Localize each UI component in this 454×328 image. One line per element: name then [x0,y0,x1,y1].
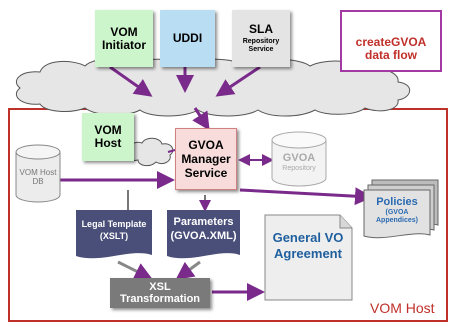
sla-title: SLA [249,22,273,36]
general-vo-page [264,214,353,301]
vom-initiator-label: VOM Initiator [102,24,146,52]
uddi-node: UDDI [160,10,215,67]
gvoa-manager-node: GVOA Manager Service [175,128,237,190]
uddi-label: UDDI [172,31,203,45]
container-label: VOM Host [370,300,435,316]
vom-host-db-cylinder [15,144,61,203]
small-cloud [128,137,174,167]
legal-template-sub: (XSLT) [99,231,129,241]
gvoa-repo-subtitle: Repository [282,165,316,172]
sla-subtitle: Repository Service [242,38,280,53]
xsl-transformation-node: XSL Transformation [110,278,210,308]
vom-host-db-label: VOM Host DB [19,168,57,186]
parameters-title: Parameters [173,216,234,228]
vom-initiator-node: VOM Initiator [95,10,153,67]
general-vo-label: General VO Agreement [272,230,344,261]
legend-text: createGVOA data flow [355,35,427,62]
policies-subtitle: (GVOA Appendices) [375,209,418,224]
legal-template-doc [76,210,152,259]
policies-title: Policies [376,196,418,208]
legal-template-title: Legal Template [81,219,147,229]
gvoa-repository-cylinder [271,131,327,187]
sla-repository-node: SLA Repository Service [232,10,290,67]
xsl-sub: Transformation [119,293,201,305]
policies-page-front [363,189,431,239]
legend-box [340,10,442,72]
vom-host-label: VOM Host [94,123,122,150]
parameters-doc [167,210,240,259]
vom-host-node: VOM Host [82,113,134,161]
xsl-title: XSL [149,281,171,293]
gvoa-repo-title: GVOA [282,152,316,164]
gvoa-manager-label: GVOA Manager Service [181,138,231,180]
parameters-sub: (GVOA.XML) [170,230,237,242]
